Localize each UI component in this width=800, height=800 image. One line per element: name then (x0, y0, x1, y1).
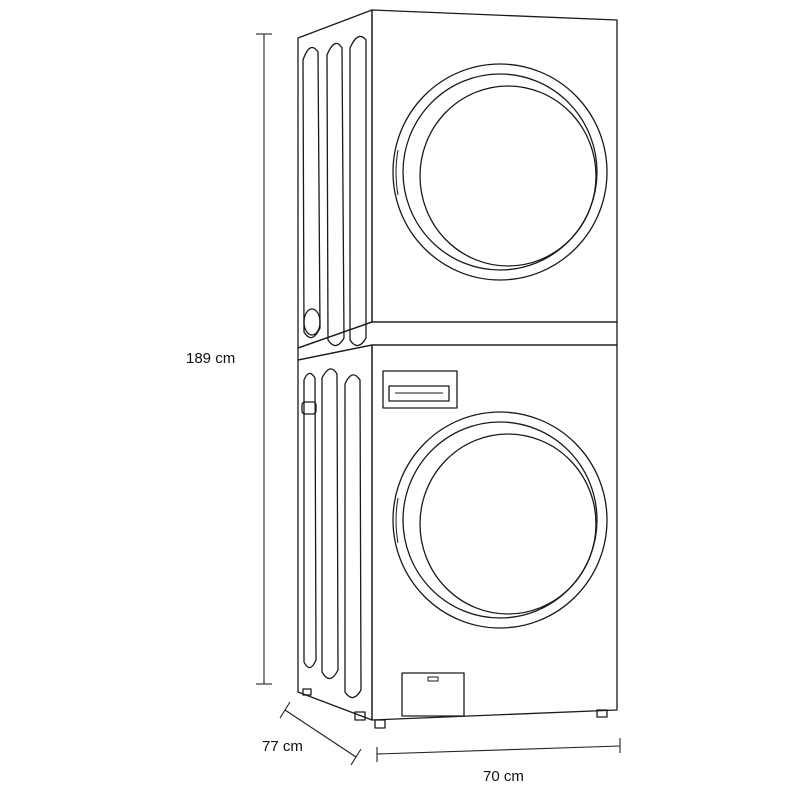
washer-door-outer-ring (392, 411, 608, 629)
washer-door-glass (419, 433, 597, 615)
depth-end-tick (350, 748, 362, 766)
dryer-side-panel (297, 9, 373, 349)
dryer-front-panel (371, 9, 618, 323)
height-dimension: 189 cm (186, 33, 272, 685)
washer-foot (374, 719, 386, 729)
washer-unit (297, 344, 618, 729)
washer-side-groove (303, 372, 317, 669)
width-label: 70 cm (483, 768, 524, 785)
dryer-door-outer-ring (392, 63, 608, 281)
washer-front-panel (371, 344, 618, 721)
dryer-side-knob (303, 308, 321, 336)
washer-door-hinge (395, 497, 399, 544)
detergent-drawer (382, 370, 458, 409)
washer-foot (302, 688, 312, 696)
dryer-door-glass (419, 85, 597, 267)
stacking-kit-band (297, 321, 618, 361)
dryer-door-hinge (395, 149, 399, 196)
dryer-side-groove (326, 42, 345, 347)
washer-side-groove (321, 368, 339, 680)
depth-dimension: 77 cm (262, 701, 362, 766)
filter-panel-tab (427, 676, 439, 682)
dryer-door-inner-ring (402, 73, 598, 271)
depth-start-tick (279, 701, 291, 719)
dryer-unit (297, 9, 618, 361)
washer-foot (596, 709, 608, 718)
depth-dimension-line (284, 709, 357, 758)
detergent-drawer-handle (388, 385, 450, 402)
washer-side-groove (344, 374, 362, 699)
dryer-side-groove (302, 46, 321, 339)
washer-side-button (301, 401, 317, 415)
depth-label: 77 cm (262, 738, 303, 755)
height-label: 189 cm (186, 350, 235, 367)
washer-door-inner-ring (402, 421, 598, 619)
width-dimension: 70 cm (376, 738, 621, 785)
filter-access-panel (401, 672, 465, 717)
dryer-side-groove (349, 35, 367, 347)
washer-foot (354, 711, 366, 721)
width-dimension-line (376, 745, 621, 755)
